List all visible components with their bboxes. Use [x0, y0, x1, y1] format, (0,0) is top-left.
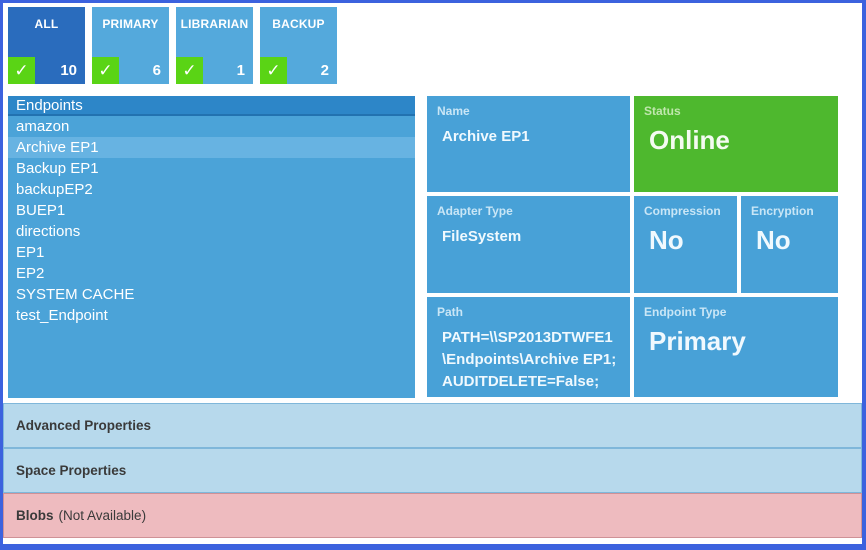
filter-tile-count: 2	[320, 62, 329, 79]
detail-value: Archive EP1	[442, 128, 530, 145]
filter-tile-label: BACKUP	[272, 17, 325, 31]
endpoint-list-item[interactable]: EP1	[16, 244, 45, 261]
filter-tile-label: LIBRARIAN	[180, 17, 249, 31]
filter-tile-label: PRIMARY	[102, 17, 159, 31]
detail-label: Endpoint Type	[644, 305, 727, 319]
detail-label: Encryption	[751, 204, 814, 218]
detail-tile-endpoint-type: Endpoint Type Primary	[634, 297, 838, 397]
filter-tile-count: 10	[60, 62, 77, 79]
endpoints-panel: Endpoints amazon Archive EP1 Backup EP1 …	[8, 96, 415, 398]
check-icon: ✓	[260, 57, 287, 84]
detail-label: Name	[437, 104, 470, 118]
endpoint-list-item[interactable]: SYSTEM CACHE	[16, 286, 135, 303]
detail-label: Adapter Type	[437, 204, 513, 218]
property-sections: Advanced Properties Space Properties Blo…	[3, 403, 862, 538]
detail-label: Compression	[644, 204, 721, 218]
check-icon: ✓	[8, 57, 35, 84]
section-title: Space Properties	[16, 463, 127, 478]
endpoint-details: Name Archive EP1 Status Online Adapter T…	[427, 96, 838, 397]
endpoint-list-item[interactable]: EP2	[16, 265, 45, 282]
section-title: Blobs	[16, 508, 54, 523]
filter-tile-primary[interactable]: PRIMARY ✓ 6	[92, 7, 169, 84]
section-title: Advanced Properties	[16, 418, 152, 433]
filter-tile-backup[interactable]: BACKUP ✓ 2	[260, 7, 337, 84]
filter-tile-count: 6	[152, 62, 161, 79]
filter-tile-all[interactable]: ALL ✓ 10	[8, 7, 85, 84]
detail-value: Primary	[649, 326, 746, 356]
detail-label: Status	[644, 104, 681, 118]
detail-label: Path	[437, 305, 464, 319]
endpoint-list-item[interactable]: Backup EP1	[16, 160, 99, 177]
section-space-properties[interactable]: Space Properties	[3, 448, 862, 493]
check-icon: ✓	[176, 57, 203, 84]
detail-tile-name: Name Archive EP1	[427, 96, 630, 192]
detail-value: No	[756, 225, 791, 255]
endpoint-list-item[interactable]: amazon	[16, 118, 70, 135]
detail-value: PATH=\\SP2013DTWFE1\Endpoints\Archive EP…	[442, 329, 617, 390]
filter-tile-label: ALL	[34, 17, 59, 31]
filter-tiles: ALL ✓ 10 PRIMARY ✓ 6 LIBRARIAN ✓ 1 BACKU…	[8, 7, 337, 84]
filter-tile-librarian[interactable]: LIBRARIAN ✓ 1	[176, 7, 253, 84]
filter-tile-count: 1	[236, 62, 245, 79]
detail-tile-compression: Compression No	[634, 196, 737, 293]
status-value: Online	[649, 125, 730, 155]
section-advanced-properties[interactable]: Advanced Properties	[3, 403, 862, 448]
detail-value: No	[649, 225, 684, 255]
detail-tile-encryption: Encryption No	[741, 196, 838, 293]
detail-tile-adapter-type: Adapter Type FileSystem	[427, 196, 630, 293]
check-icon: ✓	[92, 57, 119, 84]
endpoint-list-item-selected[interactable]: Archive EP1	[8, 137, 415, 158]
detail-tile-path: Path PATH=\\SP2013DTWFE1\Endpoints\Archi…	[427, 297, 630, 397]
endpoint-list-item[interactable]: directions	[16, 223, 81, 240]
detail-value: FileSystem	[442, 228, 522, 245]
endpoints-panel-title: Endpoints	[8, 96, 415, 116]
endpoint-list-item[interactable]: test_Endpoint	[16, 307, 108, 324]
detail-tile-status: Status Online	[634, 96, 838, 192]
section-note: (Not Available)	[58, 508, 147, 523]
endpoint-list-item[interactable]: BUEP1	[16, 202, 66, 219]
endpoint-list-item[interactable]: backupEP2	[16, 181, 93, 198]
section-blobs: Blobs (Not Available)	[3, 493, 862, 538]
